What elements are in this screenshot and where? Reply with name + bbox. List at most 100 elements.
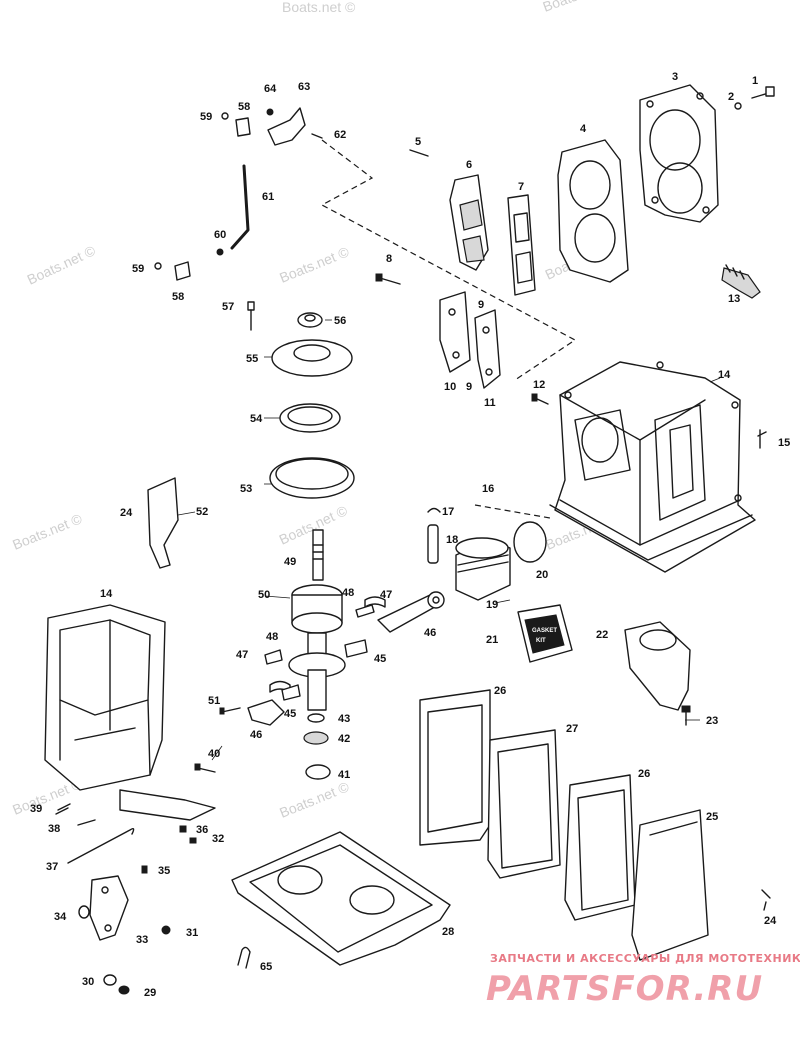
part-26-gasket-b — [564, 774, 636, 921]
brand-name: PARTSFOR.RU — [486, 969, 763, 1009]
callout-label: 40 — [208, 748, 220, 760]
part-14-crankcase — [44, 604, 166, 791]
part-1-bolt — [751, 86, 775, 99]
part-bracket — [119, 789, 216, 821]
callout-label: 9 — [466, 381, 472, 393]
callout-label: 65 — [260, 961, 272, 973]
part-38-pin — [77, 819, 96, 826]
dashed-assembly-line — [320, 139, 577, 381]
callout-label: 26 — [494, 685, 506, 697]
part-48-needle-bearing — [355, 604, 375, 618]
part-62-pin — [311, 133, 323, 139]
callout-label: 29 — [144, 987, 156, 999]
callout-label: 57 — [222, 301, 234, 313]
callout-label: 39 — [30, 803, 42, 815]
callout-label: 62 — [334, 129, 346, 141]
callout-label: 56 — [334, 315, 346, 327]
part-45-bearing — [281, 684, 301, 701]
part-15-pin — [757, 429, 767, 449]
part-64-nut — [266, 108, 274, 116]
callout-label: 14 — [100, 588, 113, 600]
callout-label: 42 — [338, 733, 350, 745]
callout-label: 16 — [482, 483, 494, 495]
part-47-bearing-half — [364, 596, 386, 608]
part-2-washer — [734, 102, 742, 110]
callout-label: 58 — [238, 101, 250, 113]
part-23-bolt — [681, 705, 691, 726]
part-13-spark-plug — [721, 264, 761, 299]
part-56-nut — [297, 312, 323, 328]
part-12-bolt — [531, 393, 549, 405]
part-28-base-gasket — [231, 831, 451, 966]
callout-label: 54 — [250, 413, 263, 425]
part-24-bolt — [761, 889, 771, 911]
callout-label: 59 — [200, 111, 212, 123]
assembly-path-lines — [320, 139, 577, 519]
part-36-screw — [179, 825, 187, 833]
part-41-seal — [305, 764, 331, 780]
callout-label: 6 — [466, 159, 472, 171]
callout-label: 64 — [264, 83, 277, 95]
callout-label: 12 — [533, 379, 545, 391]
part-7-gasket — [507, 194, 536, 296]
callout-label: 24 — [764, 915, 777, 927]
part-4-head-gasket — [557, 139, 629, 283]
part-60-screw — [216, 248, 224, 256]
part-45-bearing — [344, 639, 368, 658]
part-5-pin — [409, 149, 429, 157]
callout-label: 18 — [446, 534, 458, 546]
callout-label: 2 — [728, 91, 734, 103]
part-55-flywheel — [271, 339, 353, 377]
callout-label: 11 — [484, 397, 496, 409]
callout-label: 9 — [478, 299, 484, 311]
part-33-lever — [89, 875, 129, 941]
callout-label: 48 — [266, 631, 278, 643]
callout-label: 21 — [486, 634, 498, 646]
part-25-exhaust-cover — [631, 809, 709, 961]
callout-label: 28 — [442, 926, 454, 938]
part-58-bracket — [235, 117, 251, 137]
callout-label: 26 — [638, 768, 650, 780]
part-31-nut — [161, 925, 171, 935]
callout-label: 53 — [240, 483, 252, 495]
part-65-clip — [237, 946, 251, 969]
callout-label: 55 — [246, 353, 258, 365]
part-20-piston-ring — [513, 521, 547, 563]
callout-label: 61 — [262, 191, 274, 203]
callout-label: 8 — [386, 253, 392, 265]
part-50-crank-web — [288, 584, 346, 711]
callout-label: 37 — [46, 861, 58, 873]
part-40-bolt — [194, 763, 216, 773]
callout-label: 45 — [284, 708, 296, 720]
callout-label: 59 — [132, 263, 144, 275]
callout-label: 19 — [486, 599, 498, 611]
watermark-text: Boats.net © — [277, 778, 352, 821]
part-52-bracket — [147, 477, 179, 569]
part-54-plate — [279, 403, 341, 433]
callout-label: 10 — [444, 381, 456, 393]
part-18-piston-pin — [427, 524, 439, 564]
callout-label: 25 — [706, 811, 718, 823]
part-43-o-ring — [307, 713, 325, 723]
gasket-kit-label: GASKET — [532, 628, 557, 634]
part-10-intake-plate — [439, 291, 471, 373]
callout-label: 51 — [208, 695, 220, 707]
part-3-cylinder-head-cover — [639, 84, 719, 223]
part-48-needle-bearing — [264, 649, 283, 665]
gasket-kit-label: KIT — [536, 638, 546, 644]
callout-label: 47 — [380, 589, 392, 601]
callout-label: 38 — [48, 823, 60, 835]
part-37-rod — [67, 827, 135, 864]
callout-label: 20 — [536, 569, 548, 581]
callout-label: 30 — [82, 976, 94, 988]
part-49-crankshaft — [312, 529, 324, 581]
callout-label: 46 — [250, 729, 262, 741]
part-42-bearing — [303, 731, 329, 745]
part-46-connecting-rod — [377, 591, 445, 633]
callout-label: 35 — [158, 865, 170, 877]
part-30-bushing — [103, 974, 117, 986]
part-61-rod — [230, 164, 250, 250]
callout-label: 47 — [236, 649, 248, 661]
brand-watermark: ЗАПЧАСТИ И АКСЕССУАРЫ ДЛЯ МОТОТЕХНИКИ PA… — [486, 952, 800, 1009]
